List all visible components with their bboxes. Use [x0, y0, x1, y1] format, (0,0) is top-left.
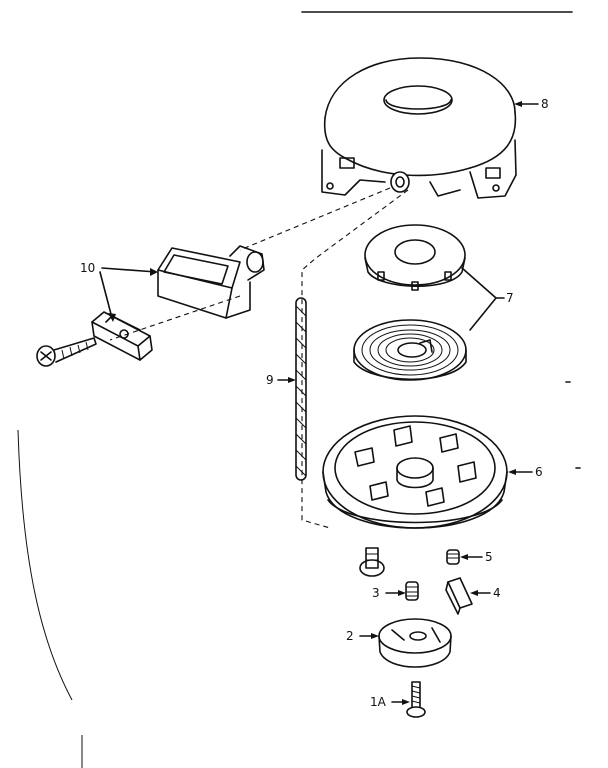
part-2-retainer-cup	[359, 618, 452, 668]
callout-label-7: 7	[506, 291, 514, 305]
part-5-spring	[446, 549, 483, 565]
callout-10-leaders	[99, 267, 158, 322]
retainer-screw-upper	[359, 547, 385, 577]
callout-label-1A: 1A	[370, 695, 387, 709]
part-3-spring	[385, 581, 419, 601]
callout-label-2: 2	[346, 629, 354, 643]
callout-7-leaders	[461, 267, 505, 331]
part-7-spring-cup	[364, 224, 466, 291]
rope-path-dashed-upper	[239, 187, 391, 251]
callout-label-4: 4	[493, 586, 501, 600]
part-10-handle	[157, 245, 265, 319]
part-10-screw	[36, 337, 97, 367]
rope-path-dashed-lower	[301, 189, 409, 529]
callout-label-9: 9	[266, 373, 274, 387]
callout-label-8: 8	[541, 97, 549, 111]
callout-label-3: 3	[372, 586, 380, 600]
rope-path-dashed-lower2	[109, 295, 241, 341]
page-edge-curve	[17, 429, 73, 701]
callout-label-6: 6	[535, 465, 543, 479]
part-1A-screw	[391, 681, 426, 718]
part-9-rope	[277, 297, 307, 481]
part-8-housing	[321, 57, 539, 199]
part-6-pulley	[322, 415, 533, 529]
part-7-recoil-spring	[353, 319, 467, 381]
part-4-pawl	[445, 577, 491, 615]
callout-label-10: 10	[80, 261, 95, 275]
part-10-retainer	[91, 311, 153, 361]
callout-label-5: 5	[485, 550, 493, 564]
